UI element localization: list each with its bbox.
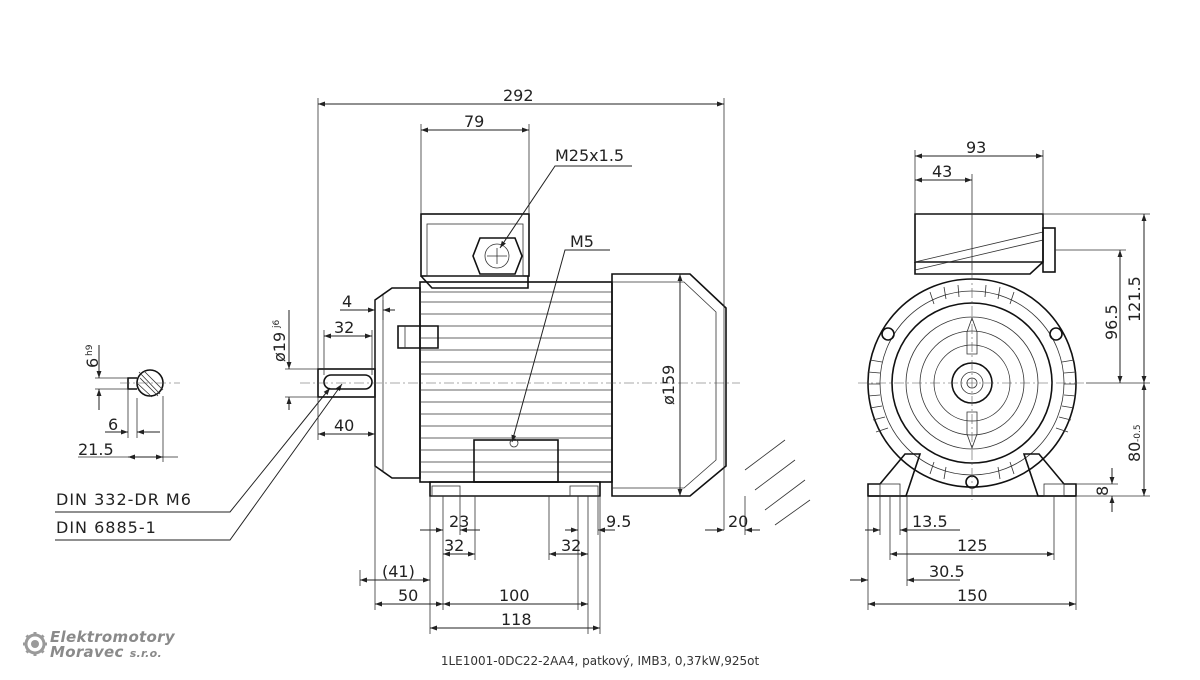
- dim-height-box: 96.5: [1102, 304, 1121, 340]
- dim-a: 125: [957, 536, 988, 555]
- dim-shaft-to-foot: (41): [382, 562, 415, 581]
- end-view-dimensions: [850, 150, 1150, 610]
- dim-foot-slot: 23: [449, 512, 469, 531]
- svg-text:6: 6: [83, 358, 102, 368]
- logo-name: Moravec: [50, 643, 124, 661]
- dim-foot-width: 150: [957, 586, 988, 605]
- dim-rear-offset: 20: [728, 512, 748, 531]
- shaft-cross-section: [78, 345, 180, 462]
- key-standard-note: DIN 6885-1: [56, 518, 157, 537]
- svg-text:h9: h9: [85, 344, 95, 356]
- svg-text:j6: j6: [272, 319, 282, 329]
- svg-text:80: 80: [1125, 442, 1144, 462]
- centre-hole-note: DIN 332-DR M6: [56, 490, 192, 509]
- dim-foot-gap: 9.5: [606, 512, 631, 531]
- key-width-label: 6 h9: [83, 344, 102, 368]
- dim-housing-diameter: ø159: [659, 365, 678, 405]
- dim-foot-width-right: 32: [561, 536, 581, 555]
- dim-terminal-box-width: 79: [464, 112, 484, 131]
- dim-end-box-offset: 43: [932, 162, 952, 181]
- end-view-fins: [867, 284, 1077, 480]
- svg-text:-0.5: -0.5: [1133, 424, 1143, 442]
- dim-cable-thread: M25x1.5: [555, 146, 624, 165]
- dim-shaft-height: 80 -0.5: [1125, 424, 1144, 462]
- dim-c: 50: [398, 586, 418, 605]
- key-height-label: 21.5: [78, 440, 114, 459]
- dim-hole-diameter: 13.5: [912, 512, 948, 531]
- dim-height-total: 121.5: [1125, 276, 1144, 322]
- dim-foot-width-left: 32: [444, 536, 464, 555]
- dim-key-length: 32: [334, 318, 354, 337]
- dim-foot-edge: 30.5: [929, 562, 965, 581]
- dim-b: 100: [499, 586, 530, 605]
- logo-suffix: s.r.o.: [129, 647, 163, 660]
- logo-line2: Moravec s.r.o.: [50, 643, 162, 661]
- dim-earth-thread: M5: [570, 232, 594, 251]
- svg-text:ø19: ø19: [270, 332, 289, 362]
- dim-foot-length: 118: [501, 610, 532, 629]
- logo-line1: Elektromotory: [50, 628, 175, 646]
- leader-lines: [55, 383, 343, 541]
- gear-icon: [23, 632, 47, 656]
- company-logo: Elektromotory Moravec s.r.o.: [22, 628, 222, 664]
- key-offset-label: 6: [108, 415, 118, 434]
- dim-shaft-diameter: ø19 j6: [270, 319, 289, 362]
- motor-end-view: [858, 213, 1086, 500]
- motor-side-view: [300, 213, 811, 526]
- dim-foot-height: 8: [1093, 486, 1112, 496]
- side-view-dimensions: [285, 98, 760, 634]
- dim-overall-length: 292: [503, 86, 534, 105]
- drawing-caption: 1LE1001-0DC22-2AA4, patkový, IMB3, 0,37k…: [440, 654, 760, 668]
- dim-shaft-length: 40: [334, 416, 354, 435]
- dim-end-box-width: 93: [966, 138, 986, 157]
- dim-flange-offset: 4: [342, 292, 352, 311]
